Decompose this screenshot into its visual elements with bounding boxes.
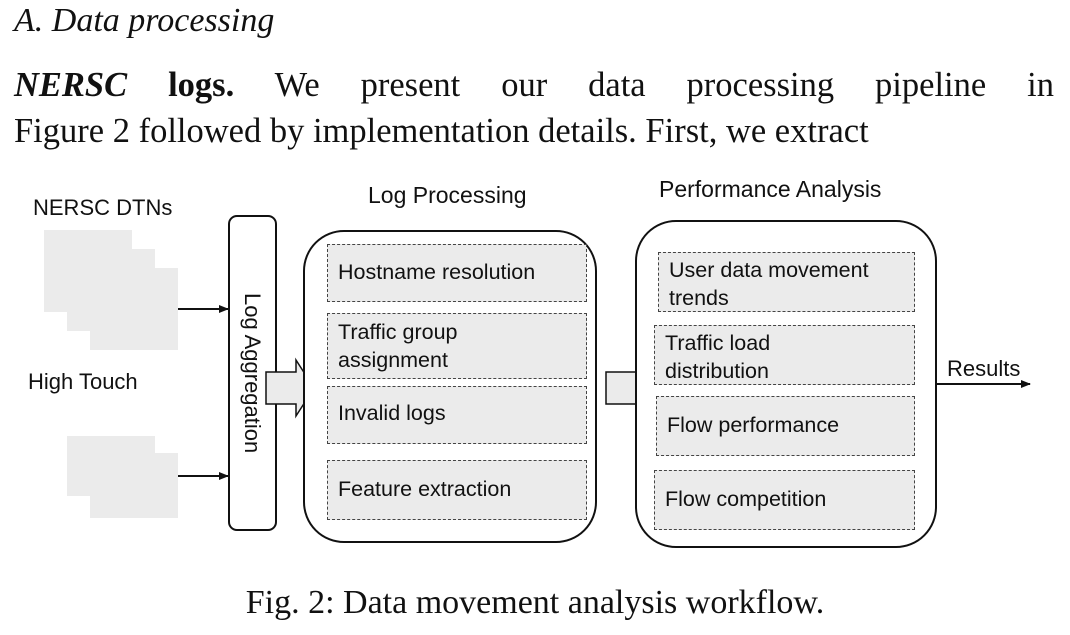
nersc-dtns-label: NERSC DTNs — [33, 195, 173, 220]
performance-analysis-title: Performance Analysis — [659, 176, 882, 202]
step-flow-competition: Flow competition — [654, 470, 915, 530]
paragraph-lead-bold: logs. — [168, 66, 235, 104]
step-hostname-resolution: Hostname resolution — [327, 244, 587, 302]
step-traffic-load-distribution: Traffic load distribution — [654, 325, 915, 385]
step-label-line-1: Traffic group — [338, 320, 458, 344]
step-label-line-1: Hostname resolution — [338, 260, 536, 284]
step-label-line-1: User data movement — [669, 258, 869, 282]
paragraph-line-1-text: We present our data processing pipeline … — [274, 66, 1054, 104]
section-heading: A. Data processing — [14, 2, 275, 39]
body-paragraph: NERSC logs. We present our data processi… — [14, 62, 1054, 154]
paragraph-line-2: Figure 2 followed by implementation deta… — [14, 112, 869, 150]
high-touch-document-stack-icon — [67, 436, 178, 518]
step-label-line-1: Flow performance — [667, 413, 840, 437]
results-label: Results — [947, 356, 1021, 381]
step-label-line-1: Flow competition — [665, 487, 827, 511]
step-user-data-movement-trends: User data movement trends — [658, 252, 915, 312]
paragraph-lead-italic: NERSC — [14, 66, 128, 104]
paragraph-line-1: NERSC logs. We present our data processi… — [14, 62, 1054, 108]
step-feature-extraction: Feature extraction — [327, 460, 587, 520]
step-traffic-group-assignment: Traffic group assignment — [327, 313, 587, 379]
step-label-line-2: trends — [669, 286, 729, 310]
step-label-line-1: Feature extraction — [338, 477, 512, 501]
high-touch-label: High Touch — [28, 369, 138, 394]
step-flow-performance: Flow performance — [656, 396, 915, 456]
figure-caption: Fig. 2: Data movement analysis workflow. — [245, 584, 825, 621]
step-label-line-2: assignment — [338, 348, 448, 372]
log-processing-title: Log Processing — [368, 182, 527, 208]
step-invalid-logs: Invalid logs — [327, 386, 587, 444]
workflow-figure: NERSC DTNs High Touch Log Aggregation Lo… — [0, 168, 1070, 568]
nersc-document-stack-icon — [44, 230, 178, 350]
step-label-line-2: distribution — [665, 359, 769, 383]
step-label-line-1: Invalid logs — [338, 401, 446, 425]
step-label-line-1: Traffic load — [665, 331, 771, 355]
log-aggregation-label: Log Aggregation — [240, 292, 265, 454]
